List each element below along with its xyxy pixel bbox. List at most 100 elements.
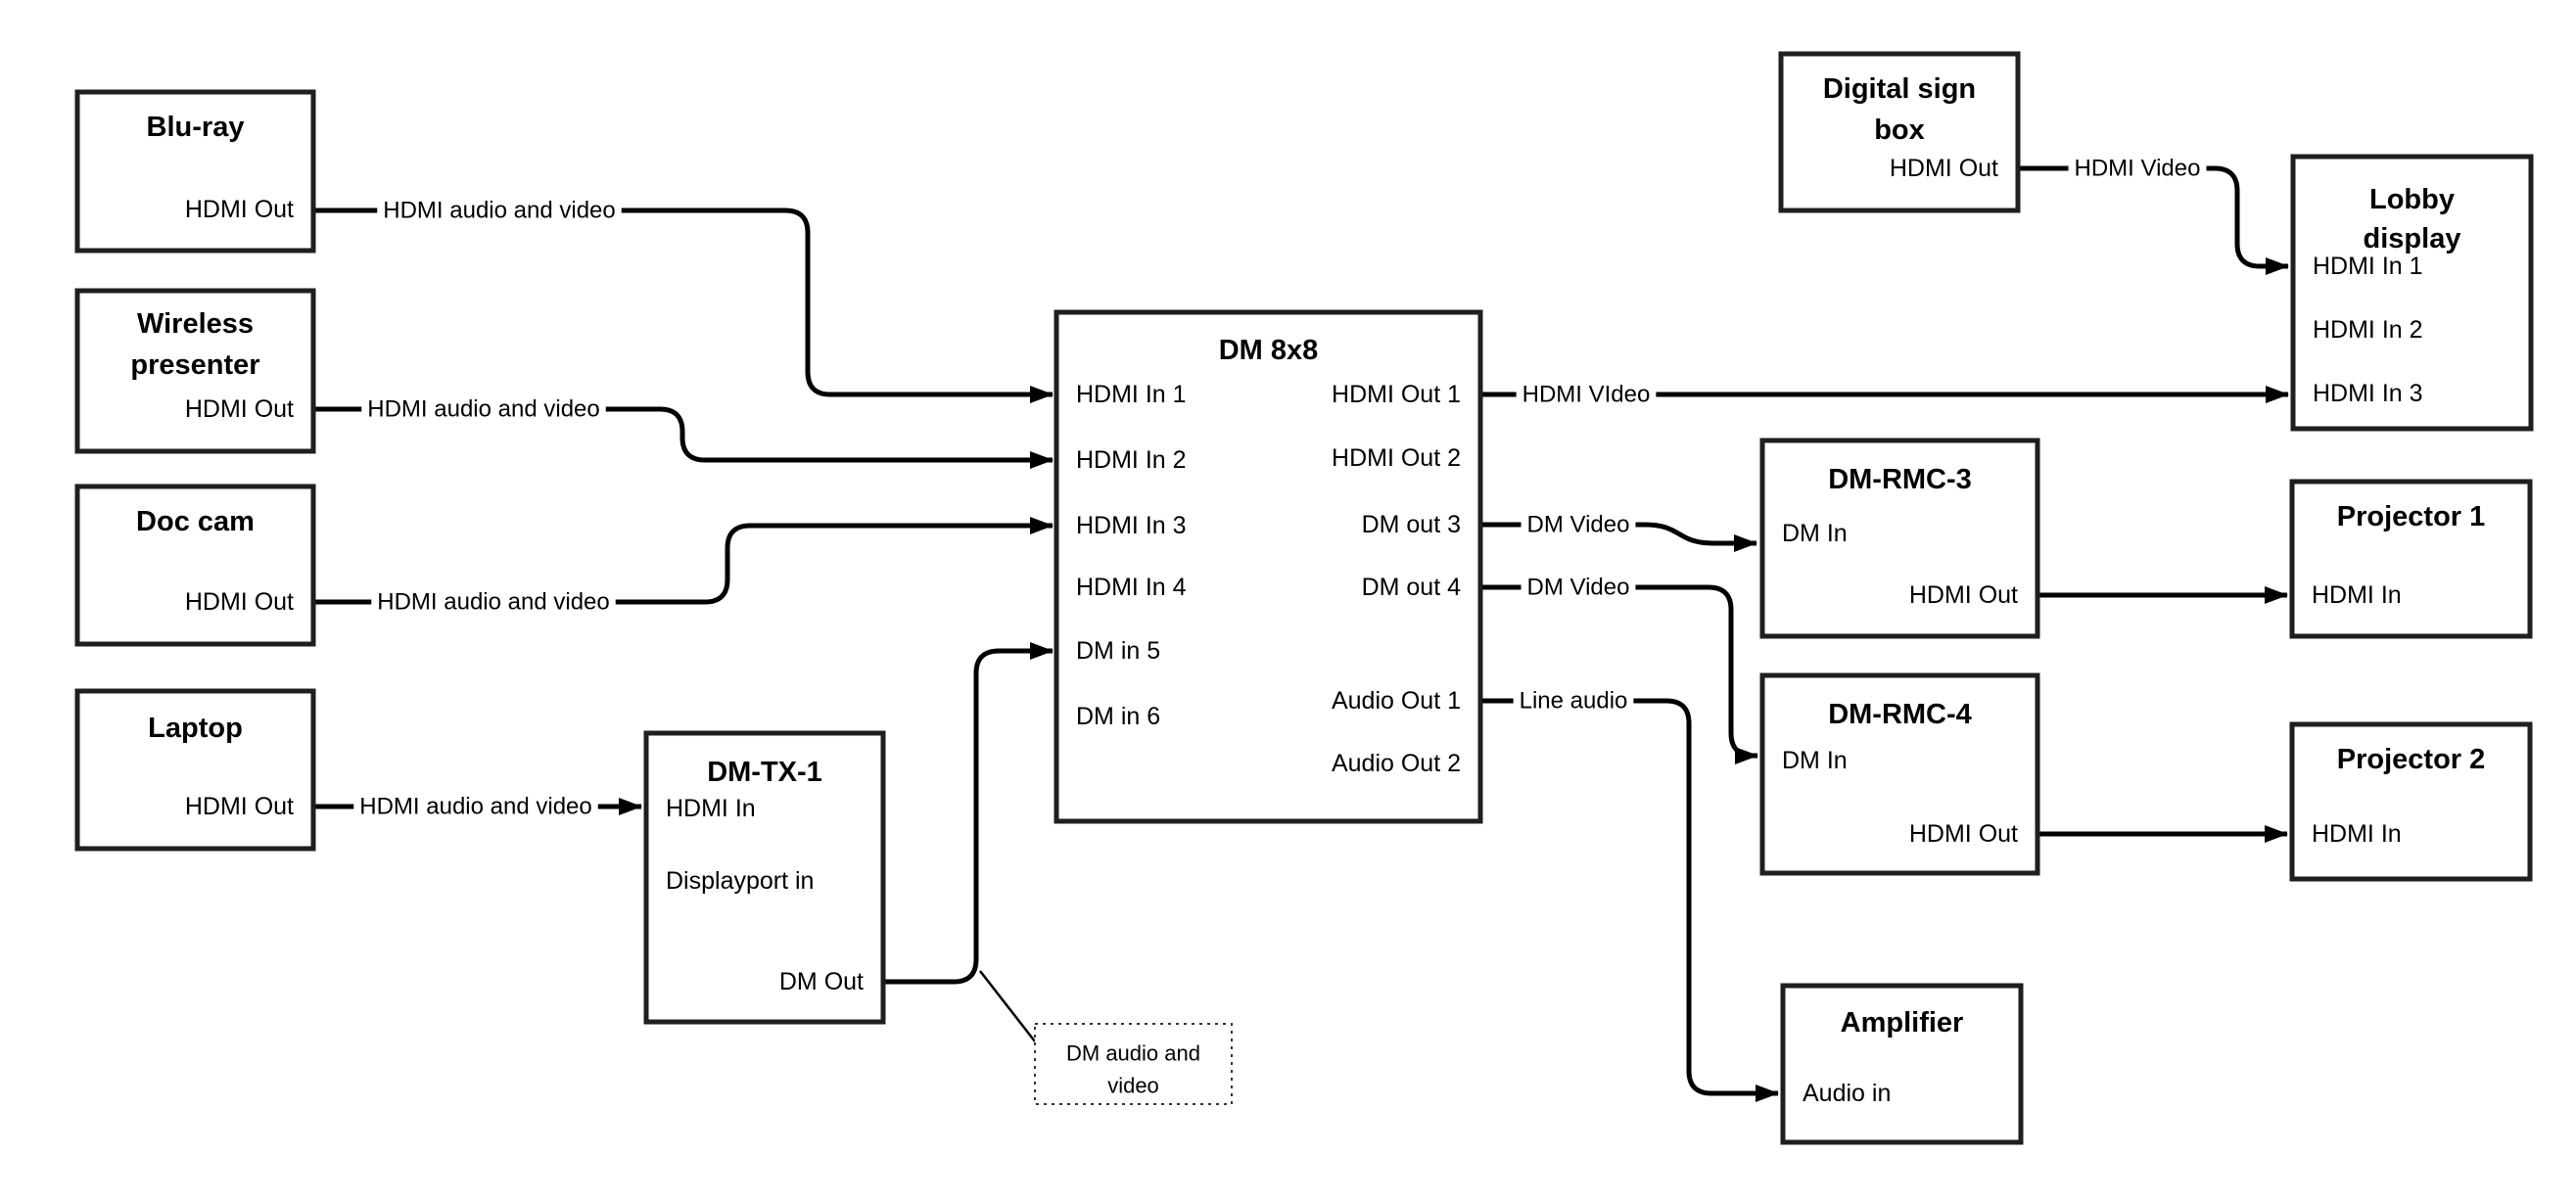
- node-title: DM 8x8: [1219, 335, 1319, 366]
- edge-label-group: DM Video: [1521, 572, 1636, 603]
- node-box: [74, 688, 316, 852]
- node-box: [2290, 154, 2534, 432]
- node-box: [74, 89, 316, 254]
- edge-label-group: HDMI audio and video: [361, 393, 606, 425]
- edge-label-group: Line audio: [1513, 685, 1634, 716]
- node-title: Projector 2: [2337, 744, 2486, 775]
- node-title: DM-RMC-3: [1828, 464, 1972, 495]
- edge-label: DM Video: [1527, 575, 1630, 601]
- edge-digital-sign-to-lobby-in-1: [2019, 165, 2289, 275]
- edge-label: HDMI audio and video: [359, 794, 591, 820]
- port-label: HDMI In 3: [1076, 512, 1187, 539]
- node-box: [1778, 51, 2021, 213]
- edge-label-group: HDMI audio and video: [353, 791, 598, 822]
- edge-label: HDMI VIdeo: [1522, 382, 1651, 408]
- node-title: Wireless: [137, 308, 254, 340]
- node-box: [643, 730, 886, 1025]
- port-label: Audio Out 1: [1332, 687, 1461, 715]
- port-label: HDMI Out: [185, 588, 294, 616]
- edge-label-bg: [353, 791, 598, 822]
- node-box: [1759, 438, 2040, 639]
- port-label: HDMI In 4: [1076, 574, 1187, 601]
- edge-label-group: HDMI VIdeo: [1516, 379, 1657, 410]
- node-title: DM-TX-1: [707, 757, 822, 788]
- node-title: Blu-ray: [147, 112, 245, 143]
- node-title: DM-RMC-4: [1828, 699, 1972, 730]
- node-box: [2289, 479, 2533, 639]
- port-label: HDMI Out: [1909, 581, 2018, 609]
- edge-label-group: HDMI Video: [2068, 153, 2207, 184]
- port-label: Displayport in: [666, 867, 814, 895]
- edge-label: HDMI audio and video: [367, 396, 599, 423]
- edge-dm-out-3-to-rmc3: [1481, 522, 1757, 552]
- port-label: HDMI In: [2312, 581, 2402, 609]
- node-box: [1780, 983, 2024, 1145]
- edge-doccam-to-hdmi-in-3: [313, 517, 1054, 605]
- port-label: DM in 6: [1076, 703, 1160, 730]
- node-title: box: [1874, 115, 1925, 146]
- edge-audio-out-1-to-amplifier: [1481, 698, 1779, 1102]
- edge-bluray-to-hdmi-in-1: [313, 208, 1054, 403]
- edge-dm-out-4-to-rmc4: [1481, 584, 1758, 764]
- note-text: video: [1107, 1074, 1159, 1098]
- edge-label-group: HDMI audio and video: [377, 195, 622, 226]
- port-label: HDMI In: [2312, 820, 2402, 848]
- edge-label-bg: [361, 393, 606, 425]
- port-label: HDMI In 3: [2313, 380, 2423, 407]
- node-title: presenter: [130, 349, 259, 381]
- port-label: HDMI In 2: [1076, 446, 1187, 474]
- node-dm-rmc-4: DM-RMC-4 DM In HDMI Out: [1759, 672, 2040, 876]
- port-label: HDMI In 1: [2313, 253, 2423, 280]
- port-label: HDMI In 1: [1076, 381, 1187, 408]
- edge-label-bg: [377, 195, 622, 226]
- edge-label-bg: [1521, 572, 1636, 603]
- edge-label-bg: [371, 586, 616, 618]
- edge-label-group: DM Video: [1521, 509, 1636, 540]
- edge-label: DM Video: [1527, 512, 1630, 538]
- port-label: Audio in: [1803, 1080, 1891, 1107]
- port-label: HDMI Out: [1909, 820, 2018, 848]
- node-box: [74, 288, 316, 454]
- node-title: Digital sign: [1823, 73, 1976, 105]
- edge-label-bg: [1516, 379, 1657, 410]
- edge-label: HDMI Video: [2075, 156, 2201, 182]
- port-label: HDMI Out 2: [1332, 444, 1461, 472]
- node-title: display: [2364, 223, 2461, 254]
- edge-label-group: HDMI audio and video: [371, 586, 616, 618]
- node-title: Doc cam: [136, 506, 255, 537]
- note-box: [1034, 1023, 1233, 1105]
- node-dm-rmc-3: DM-RMC-3 DM In HDMI Out: [1759, 438, 2040, 639]
- edge-label-bg: [1513, 685, 1634, 716]
- port-label: DM out 3: [1362, 511, 1461, 538]
- port-label: DM in 5: [1076, 637, 1160, 665]
- node-note-dm-audio-video: DM audio and video: [1034, 1023, 1233, 1105]
- port-label: DM In: [1782, 520, 1848, 547]
- port-label: Audio Out 2: [1332, 750, 1461, 777]
- port-label: HDMI Out: [185, 196, 294, 223]
- node-title: Lobby: [2369, 184, 2455, 215]
- port-label: HDMI Out: [1890, 155, 1998, 182]
- port-label: HDMI Out 1: [1332, 381, 1461, 408]
- edge-note-leader: [979, 970, 1036, 1042]
- port-label: DM out 4: [1362, 574, 1462, 601]
- port-label: DM In: [1782, 747, 1848, 774]
- edge-wireless-to-hdmi-in-2: [313, 406, 1054, 469]
- edge-dmtx1-to-dm-in-5: [884, 642, 1054, 985]
- node-projector-2: Projector 2 HDMI In: [2289, 721, 2533, 882]
- node-box: [1054, 309, 1483, 824]
- note-text: DM audio and: [1066, 1041, 1200, 1066]
- port-label: HDMI In 2: [2313, 316, 2423, 344]
